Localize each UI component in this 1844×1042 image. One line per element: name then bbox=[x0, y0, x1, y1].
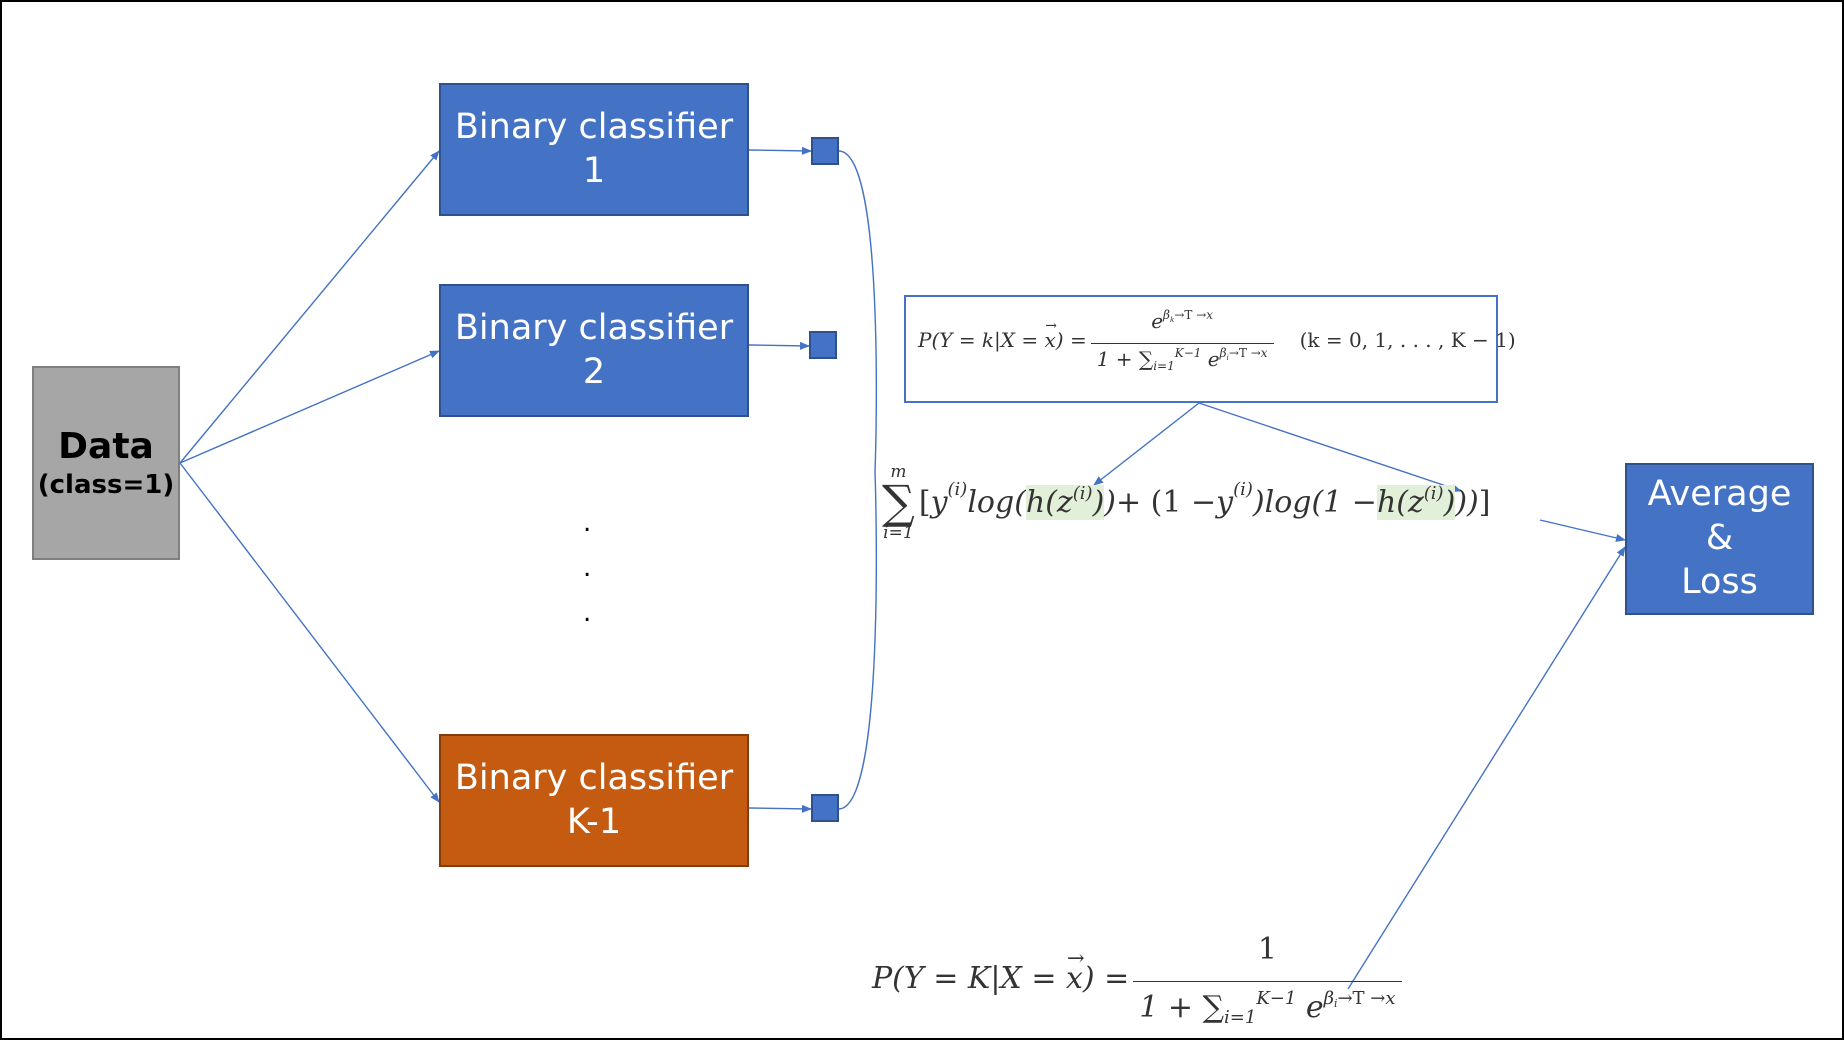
last-class-probability-formula: P(Y = K|X = x) = 1 1 + ∑i=1K−1 eβi→T →x bbox=[872, 932, 1402, 1028]
binary-classifier-1: Binary classifier 1 bbox=[439, 83, 749, 216]
arrow-data-to-classifier-2 bbox=[179, 350, 440, 464]
ellipsis-dot-1: . bbox=[583, 508, 592, 538]
sum-lower-limit: i=1 bbox=[883, 522, 914, 543]
arrow-last-class-to-aggregate bbox=[1347, 546, 1626, 990]
softmax-formula: P(Y = k|X = x) = eβk→T →x 1 + ∑i=1K−1 eβ… bbox=[918, 308, 1516, 373]
classifier-k1-output-node bbox=[811, 794, 839, 822]
classifier-index: K-1 bbox=[566, 801, 622, 842]
binary-classifier-2: Binary classifier 2 bbox=[439, 284, 749, 417]
classifier-index: 2 bbox=[582, 351, 606, 392]
softmax-formula-box: P(Y = k|X = x) = eβk→T →x 1 + ∑i=1K−1 eβ… bbox=[904, 295, 1516, 403]
classifier-2-output-node bbox=[809, 331, 837, 359]
classifier-index: 1 bbox=[582, 150, 606, 191]
data-node: Data (class=1) bbox=[32, 366, 180, 560]
binary-cross-entropy-formula: m ∑ i=1 [y(i)log(h(z(i))) + (1 − y(i))lo… bbox=[882, 462, 1491, 543]
aggregate-line-1: Average bbox=[1647, 474, 1792, 515]
aggregate-line-2: & bbox=[1705, 518, 1734, 559]
sum-upper-limit: m bbox=[890, 462, 907, 482]
arrow-data-to-classifier-1 bbox=[179, 150, 440, 464]
softmax-condition: (k = 0, 1, . . . , K − 1) bbox=[1299, 328, 1516, 352]
average-and-loss-node: Average & Loss bbox=[1625, 463, 1814, 615]
data-node-subtitle: (class=1) bbox=[37, 470, 175, 501]
ellipsis-dot-3: . bbox=[583, 598, 592, 628]
arrow-data-to-classifier-k1 bbox=[179, 462, 440, 803]
arrow-classifier-k1-to-output bbox=[748, 804, 812, 813]
data-node-title: Data bbox=[58, 426, 154, 468]
classifier-label: Binary classifier bbox=[454, 757, 734, 798]
arrow-classifier-1-to-output bbox=[748, 146, 812, 155]
aggregate-line-3: Loss bbox=[1681, 561, 1758, 602]
last-class-numerator: 1 bbox=[1257, 932, 1277, 967]
arrow-softmax-to-loss-right bbox=[1198, 402, 1462, 492]
classifier-label: Binary classifier bbox=[454, 106, 734, 147]
ellipsis-dot-2: . bbox=[583, 553, 592, 583]
output-bracket-curve bbox=[838, 150, 878, 810]
classifier-1-output-node bbox=[811, 137, 839, 165]
arrow-softmax-to-loss-left bbox=[1093, 402, 1200, 486]
classifier-label: Binary classifier bbox=[454, 307, 734, 348]
binary-classifier-k-minus-1: Binary classifier K-1 bbox=[439, 734, 749, 867]
arrow-loss-to-aggregate bbox=[1539, 519, 1626, 542]
arrow-classifier-2-to-output bbox=[748, 341, 810, 350]
